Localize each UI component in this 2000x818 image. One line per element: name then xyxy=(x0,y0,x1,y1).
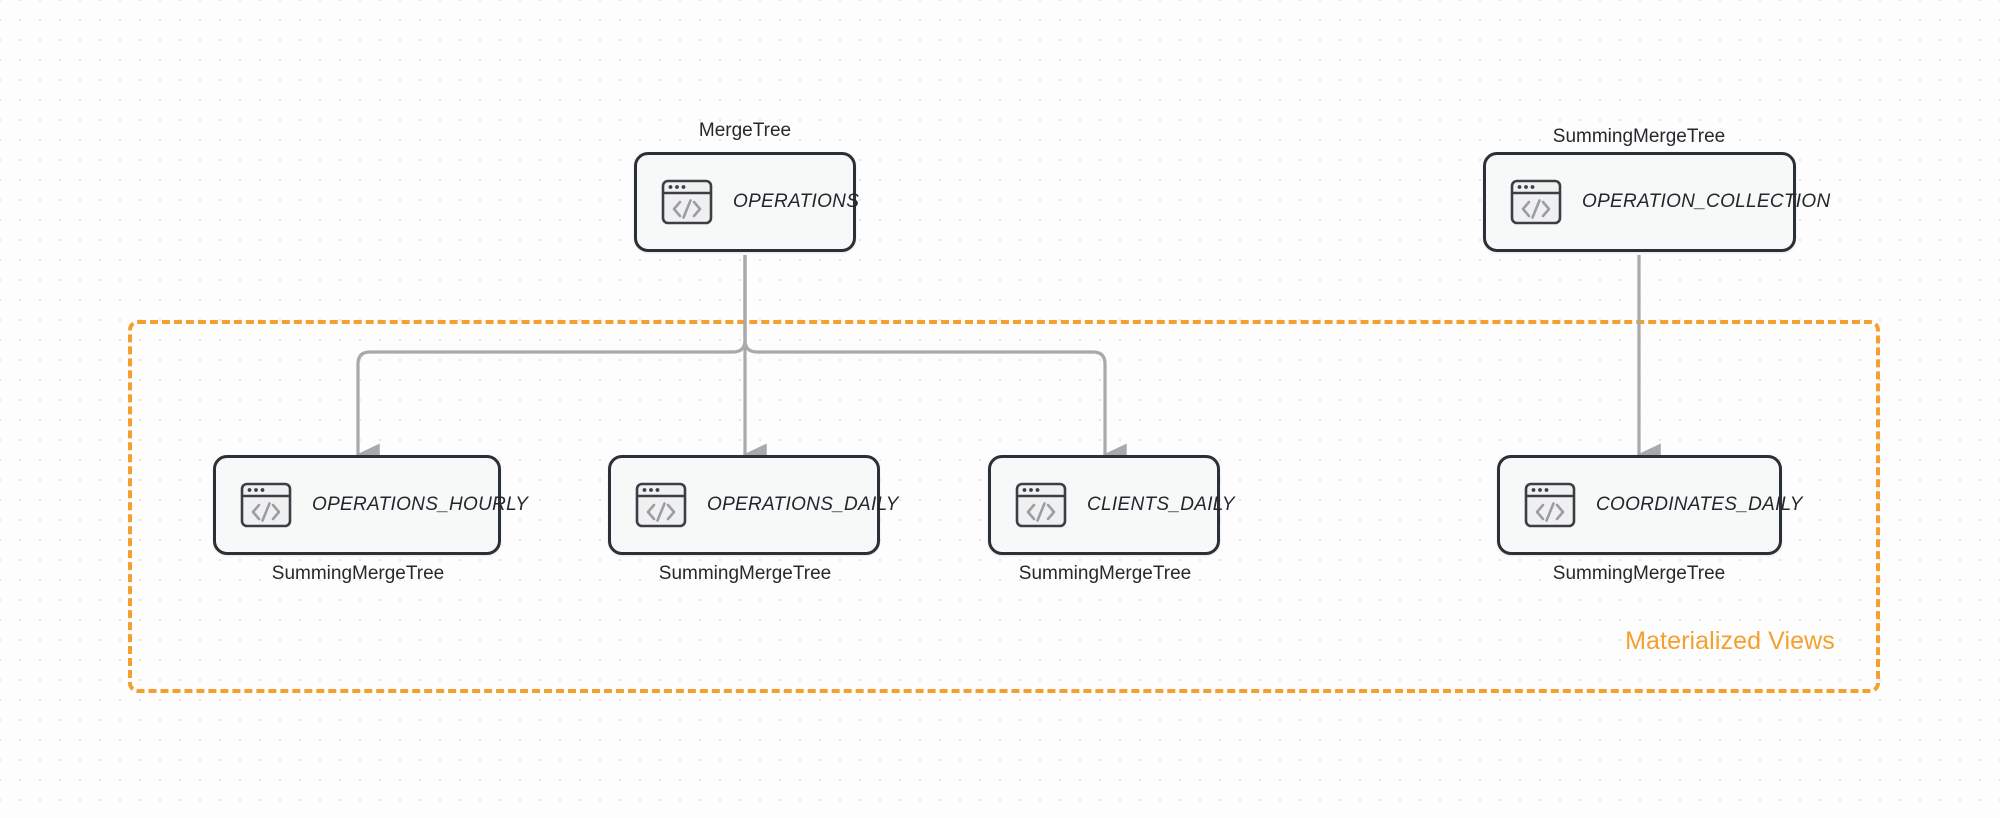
code-window-icon xyxy=(1510,179,1562,225)
node-operations_daily[interactable]: OPERATIONS_DAILY xyxy=(608,455,898,555)
node-operation_collection[interactable]: OPERATION_COLLECTION xyxy=(1483,152,1830,252)
node-label: COORDINATES_DAILY xyxy=(1596,494,1803,515)
code-window-icon xyxy=(661,179,713,225)
node-label: OPERATIONS xyxy=(733,191,860,212)
engine-caption-operations_daily: SummingMergeTree xyxy=(658,563,832,584)
node-operations_hourly[interactable]: OPERATIONS_HOURLY xyxy=(213,455,528,555)
engine-caption-coordinates_daily: SummingMergeTree xyxy=(1552,563,1726,584)
materialized-views-group-label: Materialized Views xyxy=(1625,627,1835,655)
engine-caption-operations: MergeTree xyxy=(698,120,792,141)
node-label: OPERATIONS_HOURLY xyxy=(312,494,529,515)
node-label: CLIENTS_DAILY xyxy=(1087,494,1235,515)
code-window-icon xyxy=(240,482,292,528)
node-operations[interactable]: OPERATIONS xyxy=(634,152,860,252)
node-label: OPERATIONS_DAILY xyxy=(707,494,899,515)
code-window-icon xyxy=(1524,482,1576,528)
code-window-icon xyxy=(1015,482,1067,528)
engine-caption-operation_collection: SummingMergeTree xyxy=(1552,126,1726,147)
node-clients_daily[interactable]: CLIENTS_DAILY xyxy=(988,455,1235,555)
engine-caption-operations_hourly: SummingMergeTree xyxy=(271,563,445,584)
node-coordinates_daily[interactable]: COORDINATES_DAILY xyxy=(1497,455,1802,555)
node-label: OPERATION_COLLECTION xyxy=(1582,191,1831,212)
engine-caption-clients_daily: SummingMergeTree xyxy=(1018,563,1192,584)
code-window-icon xyxy=(635,482,687,528)
